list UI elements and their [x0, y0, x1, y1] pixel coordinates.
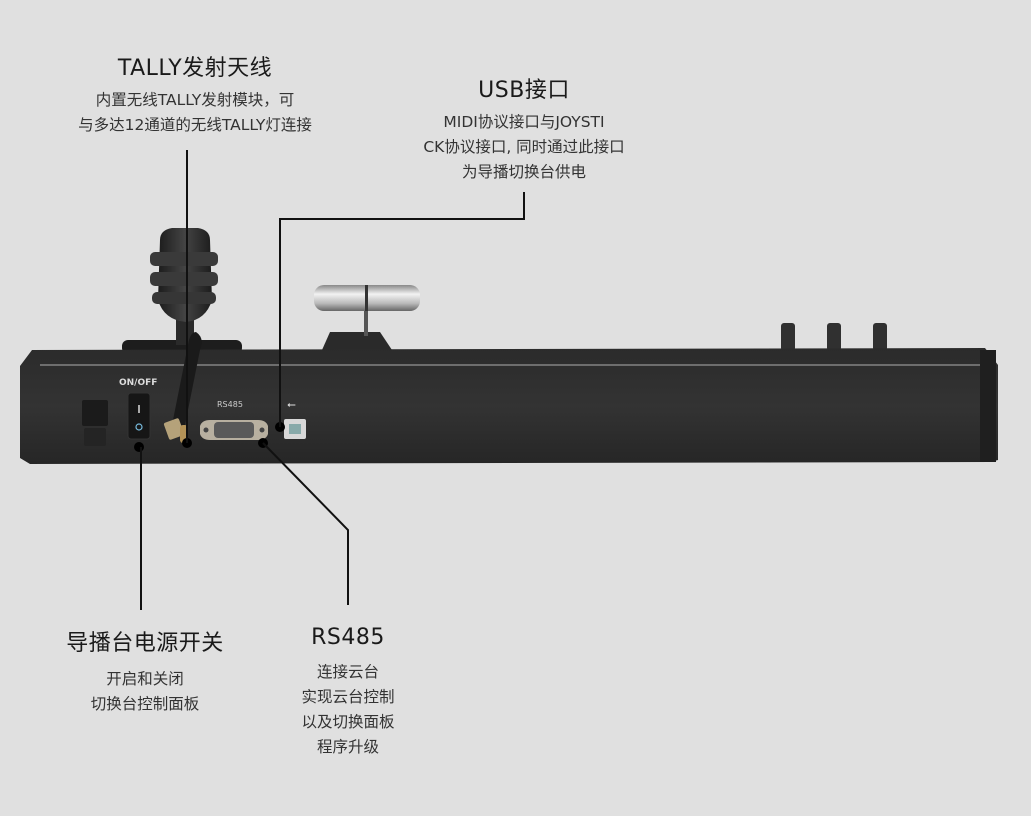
- dc-jack-cover: [82, 400, 108, 426]
- rs485-port-label: RS485: [217, 400, 243, 409]
- callout-usb-line: 为导播切换台供电: [461, 163, 586, 181]
- callout-rs485-line: 程序升级: [316, 738, 379, 756]
- power-switch[interactable]: [127, 392, 151, 440]
- callout-line-rs485: [262, 442, 349, 605]
- usb-port[interactable]: [284, 419, 306, 439]
- callout-dot-power: [134, 442, 144, 452]
- callout-rs485-line: 实现云台控制: [301, 688, 395, 706]
- callout-usb: USB接口 MIDI协议接口与JOYSTI CK协议接口, 同时通过此接口 为导…: [374, 72, 674, 185]
- callout-usb-line: MIDI协议接口与JOYSTI: [443, 113, 605, 131]
- callout-tally: TALLY发射天线 内置无线TALLY发射模块，可 与多达12通道的无线TALL…: [30, 50, 360, 138]
- callout-rs485: RS485 连接云台 实现云台控制 以及切换面板 程序升级: [268, 625, 428, 760]
- usb-symbol-icon: ⭠: [287, 398, 296, 411]
- callout-tally-title: TALLY发射天线: [117, 56, 273, 81]
- t-bar-fader: [314, 285, 420, 350]
- callout-power: 导播台电源开关 开启和关闭 切换台控制面板: [40, 625, 250, 717]
- callout-usb-title: USB接口: [478, 78, 570, 103]
- callout-power-line: 开启和关闭: [106, 670, 184, 688]
- callout-rs485-title: RS485: [311, 625, 385, 650]
- knobs: [781, 323, 887, 351]
- callout-usb-line: CK协议接口, 同时通过此接口: [423, 138, 625, 156]
- callout-power-title: 导播台电源开关: [66, 631, 224, 656]
- callout-line-usb: [279, 192, 525, 427]
- callout-tally-line: 与多达12通道的无线TALLY灯连接: [78, 116, 312, 134]
- callout-rs485-line: 连接云台: [316, 663, 379, 681]
- joystick: [122, 228, 242, 354]
- callout-rs485-line: 以及切换面板: [301, 713, 395, 731]
- callout-power-line: 切换台控制面板: [90, 695, 200, 713]
- switcher-body: [20, 348, 998, 464]
- power-switch-label: ON/OFF: [119, 378, 158, 388]
- rs485-port[interactable]: [200, 420, 268, 440]
- callout-tally-line: 内置无线TALLY发射模块，可: [95, 91, 295, 109]
